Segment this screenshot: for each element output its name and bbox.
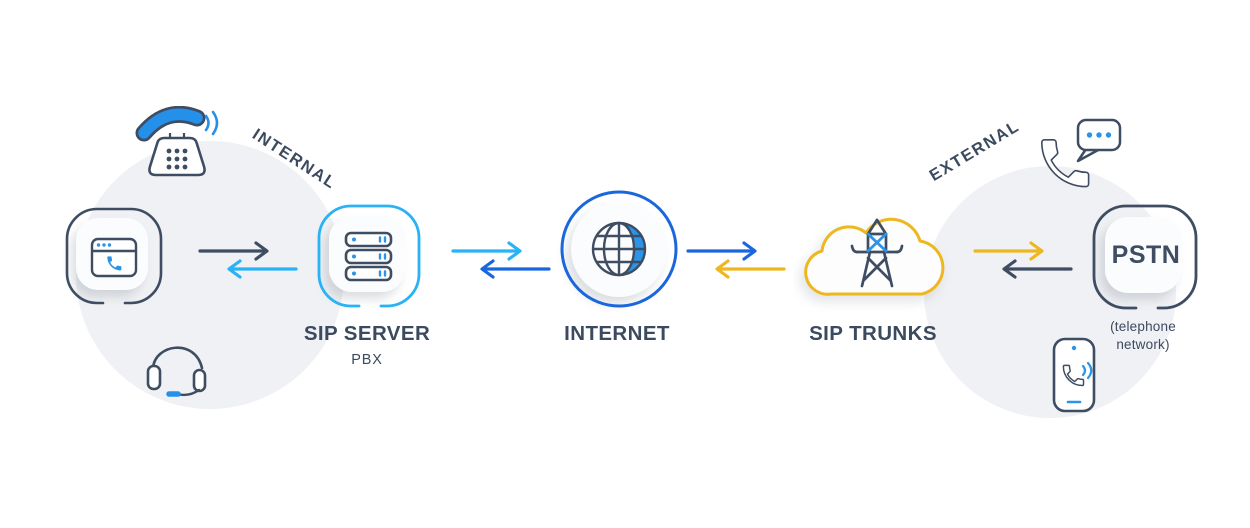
- pstn-label: PSTN: [1111, 241, 1181, 269]
- sound-waves-icon: [204, 110, 219, 136]
- arrow-left-icon: [227, 259, 298, 279]
- arrow-left-icon: [715, 259, 786, 279]
- headset-icon: [146, 346, 207, 397]
- sip-server-label: SIP SERVER: [303, 322, 431, 345]
- arrow-right-icon: [451, 241, 522, 261]
- arrow-pair-siptrunks-pstn: [973, 241, 1073, 279]
- arrow-pair-sipserver-internet: [451, 241, 551, 279]
- sip-server-sublabel: PBX: [351, 352, 383, 368]
- arrow-right-icon: [198, 241, 269, 261]
- transmission-tower-icon: [850, 218, 904, 288]
- pstn-sublabel: (telephone network): [1110, 319, 1176, 352]
- sip-trunks-label: SIP TRUNKS: [809, 322, 937, 345]
- arrow-pair-app-sipserver: [198, 241, 298, 279]
- arrow-left-icon: [480, 259, 551, 279]
- arrow-right-icon: [973, 241, 1044, 261]
- handset-chat-icon: [1040, 118, 1122, 188]
- globe-icon: [560, 190, 678, 308]
- desk-phone-icon: [135, 106, 219, 177]
- internet-label: INTERNET: [564, 322, 670, 345]
- arrow-pair-internet-siptrunks: [686, 241, 786, 279]
- cloud-icon: [804, 217, 945, 296]
- server-rack-icon: [317, 204, 421, 308]
- mobile-phone-icon: [1052, 337, 1096, 413]
- pstn-node: [1092, 204, 1198, 310]
- arrow-left-icon: [1002, 259, 1073, 279]
- softphone-app-icon: [65, 207, 163, 305]
- arrow-right-icon: [686, 241, 757, 261]
